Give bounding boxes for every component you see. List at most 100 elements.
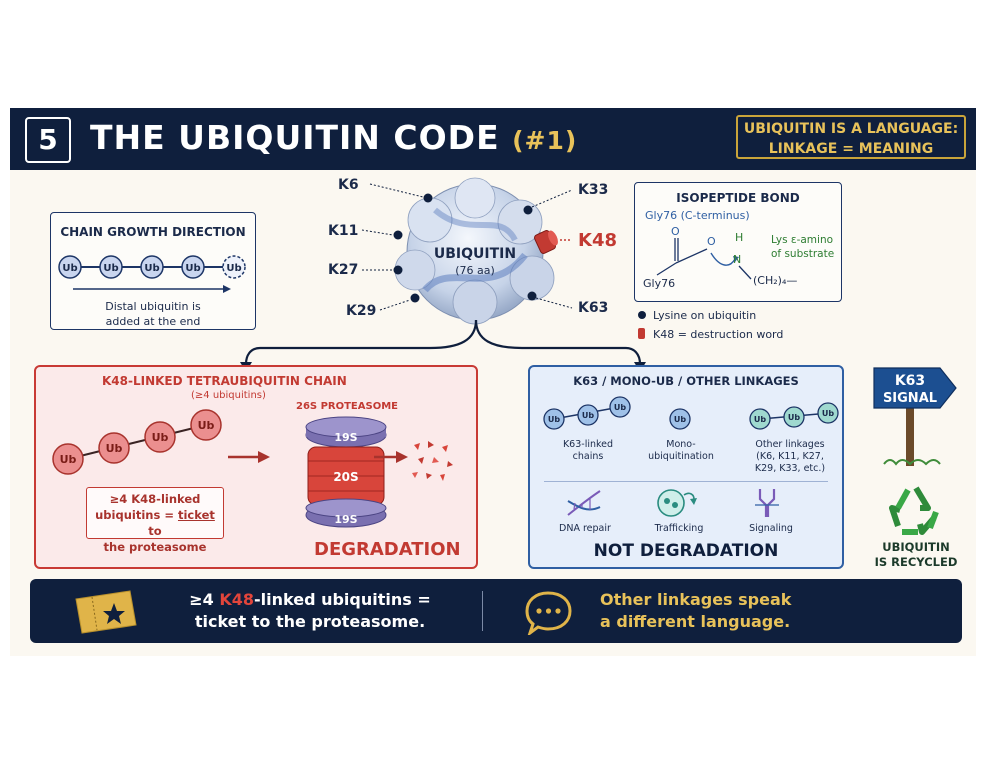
svg-text:K6: K6 [338, 177, 359, 193]
func-dna-repair: DNA repair [559, 523, 611, 534]
divider [544, 481, 828, 482]
proteasome-label: 26S PROTEASOME [295, 401, 398, 412]
svg-text:O: O [671, 225, 680, 238]
k63-signpost: K63 SIGNAL [873, 367, 957, 466]
peptide-fragments-icon [412, 441, 453, 481]
ub-label: Ub [103, 263, 118, 274]
page-title: THE UBIQUITIN CODE (#1) [90, 118, 577, 157]
title-text: THE UBIQUITIN CODE [90, 118, 500, 157]
other-panel-title: K63 / MONO-UB / OTHER LINKAGES [573, 374, 799, 388]
svg-text:SIGNAL: SIGNAL [883, 391, 937, 406]
header-bar: 5 THE UBIQUITIN CODE (#1) UBIQUITIN IS A… [10, 108, 976, 170]
proteasome: 19S 20S 19S [305, 416, 387, 528]
ub-label: Ub [226, 263, 241, 274]
slide-number: 5 [25, 117, 71, 163]
func-signaling: Signaling [749, 523, 793, 534]
ub-bead: Ub [52, 443, 84, 475]
k48-note-box: ≥4 K48-linked ubiquitins = ticket to the… [86, 487, 224, 554]
other-linkage-icon: Ub Ub Ub [749, 402, 839, 430]
recycle-label: UBIQUITIN IS RECYCLED [874, 540, 958, 569]
lysine-k27: K27 [328, 262, 403, 278]
footer-left-text: ≥4 K48-linked ubiquitins = ticket to the… [180, 589, 440, 633]
footer-right-line1: Other linkages speak [600, 590, 792, 609]
title-tag: (#1) [512, 126, 578, 155]
isopeptide-subtitle: Gly76 (C-terminus) [645, 209, 750, 222]
svg-text:of substrate: of substrate [771, 248, 834, 260]
ub-bead: Ub [98, 432, 130, 464]
recycle-icon [889, 486, 939, 535]
note-line: ubiquitins = ticket to [95, 508, 215, 538]
svg-text:K29: K29 [346, 303, 376, 319]
ub-bead-distal: Ub [222, 255, 246, 279]
ub-label: Ub [548, 415, 560, 424]
footer-right-line2: a different language. [600, 612, 791, 631]
arrow-right-icon [223, 285, 231, 293]
ub-label: Ub [674, 415, 686, 424]
linkage-types: Ub Ub Ub Ub Ub Ub Ub [543, 396, 839, 430]
header-note-line1: UBIQUITIN IS A LANGUAGE: [743, 121, 959, 137]
chain-growth-title: CHAIN GROWTH DIRECTION [60, 225, 246, 239]
svg-text:H: H [735, 231, 743, 244]
k48-plug-icon [638, 328, 645, 339]
svg-text:K11: K11 [328, 223, 358, 239]
ub-bead: Ub [181, 255, 205, 279]
lysine-k6: K6 [338, 177, 433, 203]
lysine-k29: K29 [346, 293, 420, 319]
footer-divider [482, 591, 483, 631]
trafficking-icon [657, 489, 697, 517]
chain-growth-box: CHAIN GROWTH DIRECTION Ub Ub Ub Ub Ub Di… [50, 212, 256, 330]
footer-bar: ≥4 K48-linked ubiquitins = ticket to the… [30, 579, 962, 643]
k48-panel-title: K48-LINKED TETRAUBIQUITIN CHAIN [102, 374, 347, 388]
k63-caption: K63-linked chains [562, 439, 614, 462]
signaling-receptor-icon [755, 489, 779, 517]
svg-text:K63: K63 [578, 300, 608, 316]
lysine-k63: K63 [527, 291, 608, 316]
lysine-k33: K33 [523, 182, 608, 215]
other-caption: Other linkages (K6, K11, K27, K29, K33, … [754, 439, 826, 474]
ub-label: Ub [788, 413, 800, 422]
lysine-k11: K11 [328, 223, 403, 240]
degradation-label: DEGRADATION [314, 539, 461, 560]
func-trafficking: Trafficking [654, 523, 704, 534]
header-note-line2: LINKAGE = MEANING [768, 141, 934, 157]
note-line: ≥4 K48-linked [109, 492, 201, 506]
ub-label: Ub [185, 263, 200, 274]
footer-left-line1: ≥4 K48-linked ubiquitins = [189, 590, 431, 609]
ub-label: Ub [198, 419, 215, 432]
svg-text:N: N [733, 253, 741, 266]
note-line: the proteasome [103, 540, 207, 554]
ub-bead: Ub [190, 409, 222, 441]
lysine-k48: K48 [534, 230, 617, 254]
ticket-word: ticket [177, 508, 215, 522]
ub-bead: Ub [58, 255, 82, 279]
chain-growth-diagram: Ub Ub Ub Ub Ub [58, 255, 246, 293]
svg-text:(CH₂)₄—: (CH₂)₄— [753, 274, 797, 287]
arrow-right-icon [374, 451, 408, 463]
mono-caption: Mono- ubiquitination [648, 439, 714, 462]
isopeptide-box: ISOPEPTIDE BOND Gly76 (C-terminus) O O G… [634, 182, 842, 302]
svg-text:K63: K63 [895, 373, 925, 389]
ub-label: Ub [106, 442, 123, 455]
arrow-right-icon [228, 451, 270, 463]
ub-label: Ub [152, 431, 169, 444]
caption-line: Distal ubiquitin is [105, 300, 201, 313]
slide: 5 THE UBIQUITIN CODE (#1) UBIQUITIN IS A… [10, 108, 976, 656]
ub-label: Ub [582, 411, 594, 420]
speech-bubble-icon [525, 591, 572, 635]
chain-growth-caption: Distal ubiquitin is added at the end [51, 299, 255, 329]
ub-label: Ub [754, 415, 766, 424]
ub-bead: Ub [140, 255, 164, 279]
legend: Lysine on ubiquitin K48 = destruction wo… [638, 306, 783, 344]
legend-lysine: Lysine on ubiquitin [638, 306, 783, 325]
ub-label: Ub [62, 263, 77, 274]
svg-text:19S: 19S [334, 431, 357, 444]
ticket-icon [75, 590, 137, 634]
ub-bead: Ub [99, 255, 123, 279]
ub-label: Ub [614, 403, 626, 412]
svg-text:K33: K33 [578, 182, 608, 198]
not-degradation-label: NOT DEGRADATION [593, 541, 779, 561]
caption-line: added at the end [105, 315, 201, 328]
ub-label: Ub [822, 409, 834, 418]
ubiquitin-name: UBIQUITIN [434, 246, 516, 262]
lysine-dot-icon [638, 311, 646, 319]
